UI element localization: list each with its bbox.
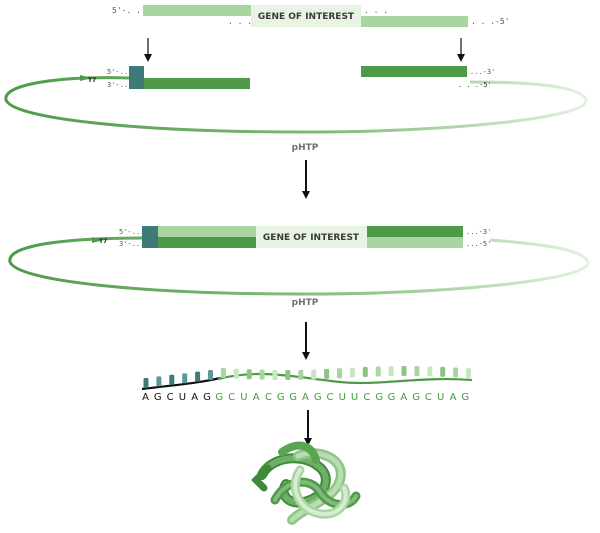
gene-of-interest-block bbox=[251, 5, 361, 27]
insert-right-dots: . . . bbox=[364, 6, 388, 15]
mrna-coding-base: C bbox=[228, 392, 236, 403]
mrna-coding-base: U bbox=[339, 392, 347, 403]
mrna-bases-ticks bbox=[143, 366, 471, 388]
gene-of-interest-label: GENE OF INTEREST bbox=[258, 12, 355, 22]
mrna-base-tick bbox=[143, 378, 149, 388]
mrna-leader-base: G bbox=[203, 392, 212, 403]
mrna-base-tick bbox=[440, 366, 446, 377]
mrna-base-tick bbox=[195, 371, 201, 382]
mrna-coding-base: G bbox=[388, 392, 397, 403]
mrna-coding-base: G bbox=[412, 392, 421, 403]
mrna-leader-base: G bbox=[154, 392, 163, 403]
mrna-coding-base: G bbox=[215, 392, 224, 403]
t7-promoter-arrow-icon bbox=[80, 75, 92, 81]
plasmid-right-top-strand bbox=[367, 226, 463, 237]
mrna-coding-base: A bbox=[253, 392, 261, 403]
mrna-leader-base: C bbox=[167, 392, 175, 403]
mrna-base-tick bbox=[362, 366, 368, 377]
plasmid-right-bottom-label: ...-5' bbox=[466, 240, 491, 248]
mrna-base-tick bbox=[427, 366, 433, 377]
plasmid-name-label-1: pHTP bbox=[292, 143, 319, 153]
mrna-base-tick bbox=[401, 366, 407, 377]
mrna-base-tick bbox=[375, 366, 381, 377]
mrna-coding-base: G bbox=[277, 392, 286, 403]
mrna-base-tick bbox=[156, 376, 162, 387]
t7-promoter-arrow-icon-2 bbox=[92, 237, 104, 243]
t7-promoter-label: T7 bbox=[88, 77, 96, 84]
vector-right-strand bbox=[361, 66, 467, 77]
mrna-coding-base: U bbox=[437, 392, 445, 403]
vector-left-bottom-label: 3'-... bbox=[107, 81, 132, 89]
plasmid-backbone-2 bbox=[8, 236, 590, 296]
mrna-coding-base: C bbox=[327, 392, 335, 403]
mrna-leader-base: U bbox=[179, 392, 187, 403]
mrna-base-tick bbox=[220, 368, 226, 378]
mrna-coding-base: U bbox=[351, 392, 359, 403]
mrna-base-tick bbox=[324, 368, 330, 379]
vector-left-teal-block bbox=[129, 66, 144, 89]
plasmid-name-label-2: pHTP bbox=[292, 298, 319, 308]
vector-left-top-label: 5'-... bbox=[107, 68, 132, 76]
gene-of-interest-block-2 bbox=[256, 226, 367, 248]
mrna-leader-base: A bbox=[142, 392, 150, 403]
mrna-coding-base: C bbox=[363, 392, 371, 403]
mrna-coding-base: C bbox=[425, 392, 433, 403]
plasmid-right-bottom-strand bbox=[367, 237, 463, 248]
mrna-coding-base: G bbox=[314, 392, 323, 403]
vector-right-top-label: ...-3' bbox=[470, 68, 495, 76]
folded-protein-icon bbox=[251, 441, 361, 525]
plasmid-teal-block bbox=[142, 226, 158, 248]
plasmid-right-top-label: ...-3' bbox=[466, 228, 491, 236]
vector-right-bottom-label: . . .-5' bbox=[458, 81, 492, 89]
insert-right-5prime-label: . . .-5' bbox=[471, 17, 510, 26]
mrna-base-tick bbox=[208, 370, 213, 380]
mrna-base-tick bbox=[414, 366, 420, 377]
mrna-leader-base: A bbox=[191, 392, 199, 403]
mrna-coding-base: G bbox=[461, 392, 470, 403]
plasmid-left-bottom-strand bbox=[158, 237, 256, 248]
mrna-base-tick bbox=[285, 369, 291, 380]
linearized-vector: T7 5'-... 3'-... ...-3' . . .-5' pHTP bbox=[4, 66, 588, 153]
plasmid-left-top-strand bbox=[158, 226, 256, 237]
mrna-coding-base: G bbox=[289, 392, 298, 403]
mrna-coding-base: A bbox=[302, 392, 310, 403]
gene-of-interest-label-2: GENE OF INTEREST bbox=[263, 233, 360, 243]
mrna-coding-base: G bbox=[375, 392, 384, 403]
mrna-base-tick bbox=[169, 374, 175, 385]
mrna-base-tick bbox=[337, 368, 342, 379]
mrna-base-tick bbox=[298, 369, 304, 380]
mrna-base-tick bbox=[182, 373, 188, 384]
mrna-leader-backbone bbox=[141, 376, 221, 391]
mrna-coding-base: U bbox=[240, 392, 248, 403]
mrna-base-tick bbox=[388, 366, 394, 377]
plasmid-backbone-1 bbox=[4, 76, 588, 134]
mrna-base-tick bbox=[259, 369, 265, 380]
plasmid-left-bottom-label: 3'-... bbox=[119, 240, 144, 248]
mrna-coding-base: A bbox=[450, 392, 458, 403]
recombinant-plasmid: T7 5'-... 3'-... GENE OF INTEREST ...-3'… bbox=[8, 226, 590, 308]
mrna-coding-base: A bbox=[400, 392, 408, 403]
mrna-base-tick bbox=[233, 368, 239, 379]
mrna-base-tick bbox=[311, 369, 317, 380]
insert-left-top-strand bbox=[143, 5, 251, 16]
mrna-base-tick bbox=[349, 367, 355, 378]
insert-left-5prime-label: 5'-. . . bbox=[112, 6, 151, 15]
mrna-coding-backbone bbox=[217, 372, 473, 385]
insert-right-bottom-strand bbox=[361, 16, 468, 27]
mrna-base-tick bbox=[272, 369, 278, 380]
vector-left-strand bbox=[144, 78, 250, 89]
insert-fragment: 5'-. . . GENE OF INTEREST . . . . . . . … bbox=[112, 5, 510, 27]
mrna-coding-base: C bbox=[265, 392, 273, 403]
plasmid-left-top-label: 5'-... bbox=[119, 228, 144, 236]
t7-promoter-label-2: T7 bbox=[99, 238, 107, 245]
insert-left-dots: . . . bbox=[228, 17, 252, 26]
mrna-base-tick bbox=[246, 369, 252, 380]
mrna-base-tick bbox=[453, 367, 459, 378]
mrna-base-tick bbox=[466, 368, 471, 379]
